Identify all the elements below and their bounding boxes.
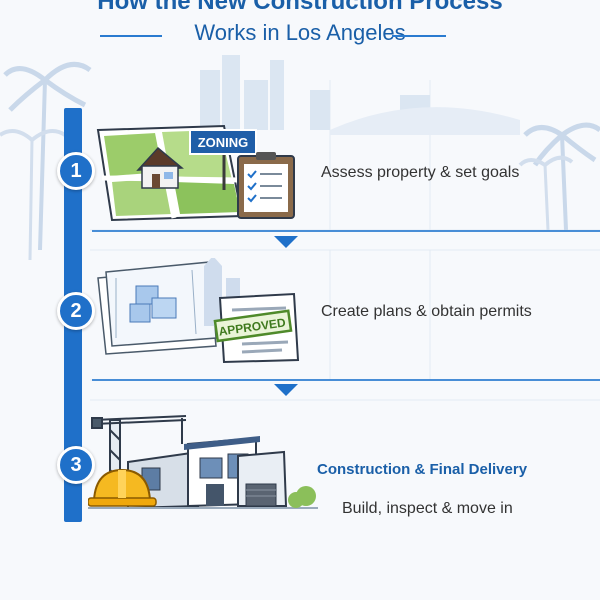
palm-tree-left-icon <box>0 61 92 261</box>
step-2-description: Create plans & obtain permits <box>321 303 532 320</box>
step-3-number: 3 <box>57 446 95 484</box>
divider-2 <box>92 379 600 381</box>
step-1-number: 1 <box>57 152 95 190</box>
shrub-icon <box>288 486 316 508</box>
blueprint-icon <box>97 261 217 355</box>
step-3-description: Build, inspect & move in <box>342 500 513 517</box>
title-rule-right <box>392 35 446 37</box>
down-arrow-1-icon <box>274 236 298 248</box>
palm-tree-right-icon <box>518 122 600 231</box>
title-rule-left <box>100 35 162 37</box>
page-title-line2: Works in Los Angeles <box>194 20 406 45</box>
clipboard-checklist-icon <box>237 152 295 219</box>
step-1-description: Assess property & set goals <box>321 164 520 181</box>
house-icon <box>136 146 184 189</box>
step-2-number: 2 <box>57 292 95 330</box>
hard-hat-icon <box>88 468 157 507</box>
page-title-line1: How the New Construction Process <box>97 0 503 15</box>
step-3-illustration <box>88 415 318 510</box>
crane-icon <box>91 415 187 491</box>
modern-house-icon <box>88 436 318 510</box>
step-3-heading: Construction & Final Delivery <box>317 461 528 478</box>
step-1-illustration: ZONING <box>96 124 295 222</box>
permit-document-icon <box>213 292 300 364</box>
step-2-illustration: APPROVED <box>97 258 300 364</box>
divider-1 <box>92 230 600 232</box>
down-arrow-2-icon <box>274 384 298 396</box>
zoning-sign-label: ZONING <box>198 135 249 150</box>
zoning-sign-icon <box>189 129 257 190</box>
